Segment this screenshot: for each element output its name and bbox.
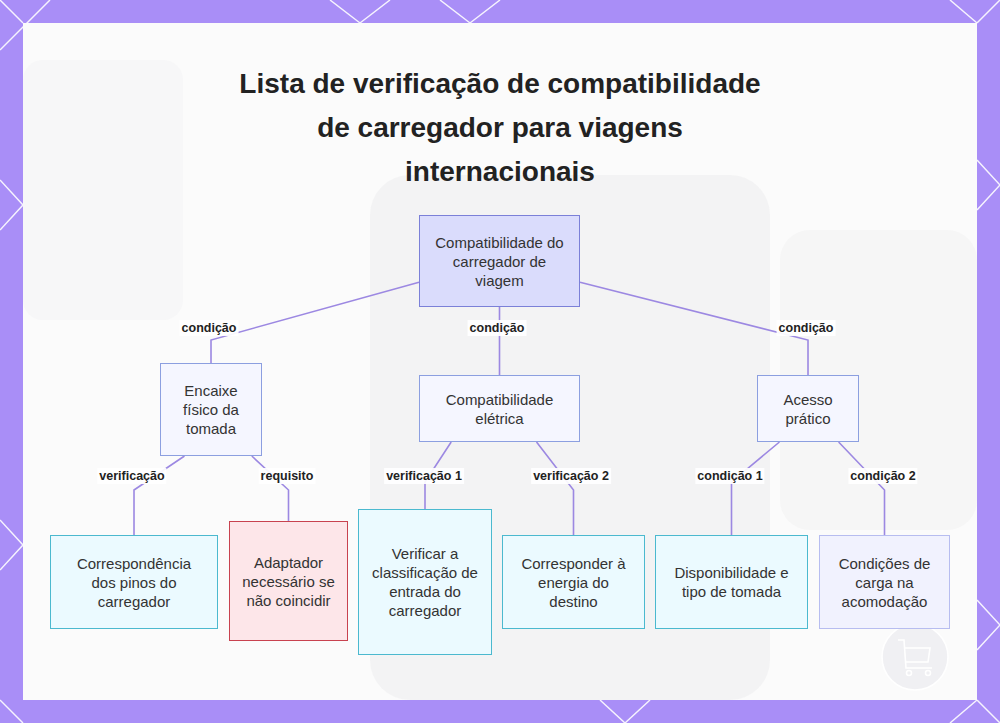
edge-label: condição bbox=[180, 320, 239, 336]
connector-line bbox=[252, 456, 289, 521]
check-box: Correspondência dos pinos do carregador bbox=[50, 535, 218, 629]
edge-label: condição 2 bbox=[848, 468, 917, 484]
box-text: Acesso prático bbox=[770, 390, 846, 428]
edge-label: verificação bbox=[97, 468, 166, 484]
edge-label: verificação 2 bbox=[531, 468, 611, 484]
box-content: Verificar a classificação de entrada do … bbox=[371, 544, 479, 620]
condition-box: Condições de carga na acomodação bbox=[819, 535, 950, 629]
box-content: Adaptador necessário se não coincidir bbox=[242, 553, 335, 610]
category-box: Acesso prático bbox=[757, 375, 859, 442]
category-box: Compatibilidade elétrica bbox=[419, 375, 580, 442]
box-text: Verificar a classificação de entrada do … bbox=[371, 544, 479, 620]
box-content: Encaixe físico da tomada bbox=[173, 381, 249, 438]
edge-label: condição bbox=[777, 320, 836, 336]
box-text: Corresponder à energia do destino bbox=[515, 554, 632, 611]
box-text: Encaixe físico da tomada bbox=[173, 381, 249, 438]
white-panel bbox=[23, 23, 977, 700]
connector-line bbox=[211, 282, 419, 363]
box-content: Correspondência dos pinos do carregador bbox=[63, 554, 205, 611]
connector-line bbox=[580, 282, 808, 375]
box-content: Compatibilidade elétrica bbox=[432, 390, 567, 428]
box-content: Compatibilidade do carregador de viagem bbox=[432, 233, 567, 290]
root-box: Compatibilidade do carregador de viagem bbox=[419, 215, 580, 307]
box-text: Disponibilidade e tipo de tomada bbox=[668, 563, 795, 601]
requirement-box: Adaptador necessário se não coincidir bbox=[229, 521, 348, 641]
box-text: Compatibilidade elétrica bbox=[432, 390, 567, 428]
box-text: Adaptador necessário se não coincidir bbox=[242, 553, 335, 610]
connector-line bbox=[499, 307, 501, 375]
connector-line bbox=[839, 442, 885, 535]
box-content: Disponibilidade e tipo de tomada bbox=[668, 563, 795, 601]
box-content: Acesso prático bbox=[770, 390, 846, 428]
category-box: Encaixe físico da tomada bbox=[160, 363, 262, 456]
edge-label: condição bbox=[468, 320, 527, 336]
box-content: Condições de carga na acomodação bbox=[832, 554, 937, 611]
edge-label: requisito bbox=[259, 468, 316, 484]
background-photo-shape bbox=[23, 60, 183, 320]
corner-icon bbox=[882, 624, 948, 690]
check-box: Verificar a classificação de entrada do … bbox=[358, 509, 492, 655]
box-content: Corresponder à energia do destino bbox=[515, 554, 632, 611]
check-box: Corresponder à energia do destino bbox=[502, 535, 645, 629]
box-text: Condições de carga na acomodação bbox=[832, 554, 937, 611]
diagram-title: Lista de verificação de compatibilidade … bbox=[220, 62, 780, 194]
connector-line bbox=[732, 442, 780, 535]
box-text: Correspondência dos pinos do carregador bbox=[63, 554, 205, 611]
check-box: Disponibilidade e tipo de tomada bbox=[655, 535, 808, 629]
edge-label: condição 1 bbox=[695, 468, 764, 484]
connector-line bbox=[537, 442, 574, 535]
box-text: Compatibilidade do carregador de viagem bbox=[432, 233, 567, 290]
edge-label: verificação 1 bbox=[384, 468, 464, 484]
